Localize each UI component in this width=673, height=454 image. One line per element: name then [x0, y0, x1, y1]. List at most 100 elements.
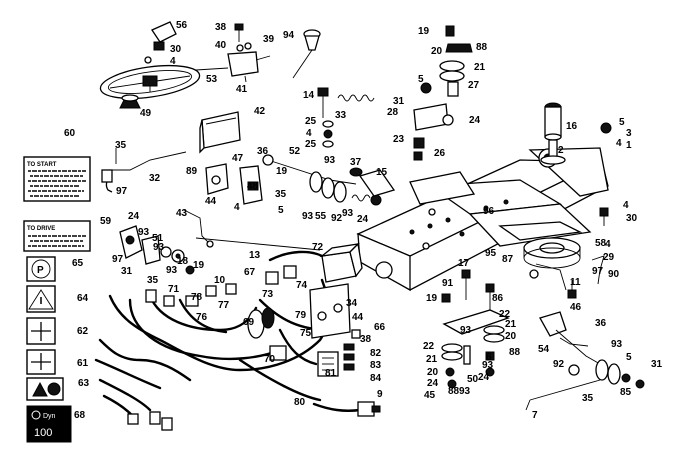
callout-label: 97 [592, 266, 604, 277]
callout-label: 1 [626, 140, 632, 151]
seat-hardware [413, 25, 473, 161]
callout-label: 41 [236, 84, 248, 95]
callout-label: 54 [538, 344, 550, 355]
callout-label: 5 [278, 205, 284, 216]
bolt-38 [234, 23, 244, 42]
decal-to-drive: TO DRIVE [23, 220, 91, 252]
callout-label: 38 [360, 334, 372, 345]
callout-label: 51 [152, 233, 164, 244]
callout-label: 87 [502, 254, 514, 265]
switch-84-stack [343, 329, 361, 371]
callout-label: 47 [232, 153, 244, 164]
callout-label: 86 [492, 293, 504, 304]
decal-to-start-text: TO START [27, 162, 57, 168]
steering-cap [144, 21, 177, 64]
callout-label: 24 [478, 372, 490, 383]
callout-label: 97 [112, 254, 124, 265]
callout-label: 89 [186, 166, 198, 177]
callout-label: 32 [149, 173, 161, 184]
chute-96 [409, 171, 476, 205]
decal-hour-meter: Dyn 100 [26, 405, 72, 443]
steering-adapter [119, 94, 141, 109]
callout-label: 44 [352, 312, 364, 323]
callout-label: 17 [458, 258, 470, 269]
callout-label: 25 [305, 139, 317, 150]
callout-label: 90 [608, 269, 620, 280]
callout-label: 7 [532, 410, 538, 421]
seat-bracket-42 [199, 111, 241, 154]
callout-label: 53 [206, 74, 218, 85]
parking-symbol: P [37, 265, 44, 276]
callout-label: 27 [468, 80, 480, 91]
callout-label: 75 [300, 328, 312, 339]
callout-label: 25 [305, 116, 317, 127]
callout-label: 19 [193, 260, 205, 271]
module-81 [317, 351, 339, 377]
switch-70 [269, 345, 287, 361]
callout-label: 28 [387, 107, 399, 118]
solenoid-box-72 [319, 242, 363, 283]
callout-label: 22 [499, 309, 511, 320]
callout-label: 79 [295, 310, 307, 321]
callout-label: 10 [214, 275, 226, 286]
callout-label: 30 [626, 213, 638, 224]
callout-label: 24 [128, 211, 140, 222]
callout-label: 2 [558, 145, 564, 156]
callout-label: 15 [376, 167, 388, 178]
hour-meter-unit: Dyn [43, 413, 56, 420]
callout-label: 20 [505, 331, 517, 342]
callout-label: 64 [77, 293, 89, 304]
callout-label: 50 [467, 374, 479, 385]
chassis-frame [356, 147, 609, 292]
rod-43 [183, 209, 214, 248]
pulley-58 [523, 237, 581, 269]
callout-label: 24 [427, 378, 439, 389]
callout-label: 4 [306, 128, 312, 139]
callout-label: 4 [616, 138, 622, 149]
callout-label: 88 [448, 386, 460, 397]
callout-label: 24 [357, 214, 369, 225]
callout-label: 44 [205, 196, 217, 207]
callout-label: 39 [263, 34, 275, 45]
callout-label: 97 [116, 186, 128, 197]
callout-label: 91 [442, 278, 454, 289]
callout-label: 26 [434, 148, 446, 159]
decal-to-drive-text: TO DRIVE [27, 226, 55, 232]
callout-label: 31 [651, 359, 663, 370]
decal-symbol-63 [26, 377, 64, 401]
spring-33 [337, 94, 375, 102]
callout-label: 81 [325, 368, 337, 379]
callout-label: 35 [582, 393, 594, 404]
decal-parking: P [26, 256, 56, 282]
callout-label: 88 [509, 347, 521, 358]
callout-label: 9 [377, 389, 383, 400]
callout-label: 5 [619, 117, 625, 128]
bracket-89 [205, 163, 229, 195]
decal-warning [26, 285, 56, 313]
callout-label: 21 [474, 62, 486, 73]
callout-label: 60 [64, 128, 76, 139]
callout-label: 34 [346, 298, 358, 309]
callout-label: 4 [605, 239, 611, 250]
decal-symbol-61 [26, 349, 56, 375]
decal-symbol-62 [26, 317, 56, 345]
callout-label: 80 [294, 397, 306, 408]
callout-label: 35 [275, 189, 287, 200]
callout-label: 83 [370, 360, 382, 371]
bolt-4-right [599, 207, 609, 226]
callout-label: 56 [176, 20, 188, 31]
hour-meter-value: 100 [34, 427, 52, 439]
callout-label: 30 [170, 44, 182, 55]
callout-label: 37 [350, 157, 362, 168]
harness-connectors [127, 265, 297, 431]
callout-label: 92 [553, 359, 565, 370]
callout-label: 93 [166, 265, 178, 276]
callout-label: 72 [312, 242, 324, 253]
pin-15 [349, 167, 396, 197]
callout-label: 5 [626, 352, 632, 363]
callout-label: 38 [215, 22, 227, 33]
brake-pedal [539, 311, 645, 389]
callout-label: 4 [234, 202, 240, 213]
callout-label: 14 [303, 90, 315, 101]
